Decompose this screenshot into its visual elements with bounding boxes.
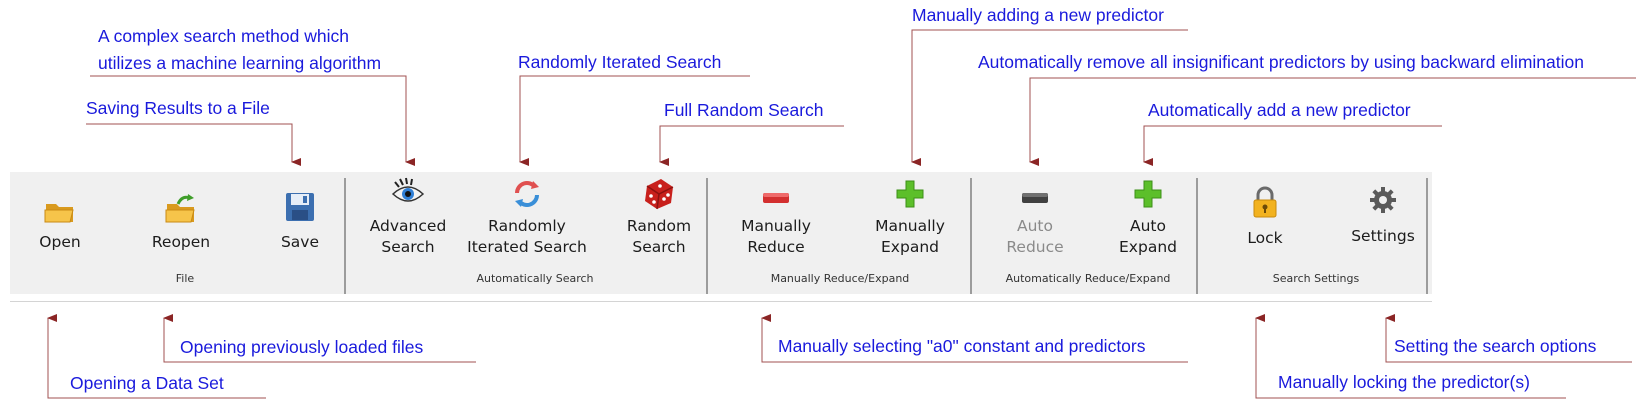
save-button[interactable]: Save [260, 186, 340, 270]
manually-reduce-button[interactable]: Manually Reduce [726, 172, 826, 270]
annotation-settings: Setting the search options [1394, 336, 1597, 356]
reopen-label: Reopen [151, 233, 211, 251]
annotation-expand: Manually adding a new predictor [912, 5, 1164, 25]
dice-icon [645, 179, 674, 210]
group-separator [1196, 178, 1198, 294]
leader-random [659, 125, 844, 166]
group-separator [344, 178, 346, 294]
annotation-iterated: Randomly Iterated Search [518, 52, 722, 72]
eye-icon [391, 177, 425, 202]
ribbon-bottom-strip [10, 294, 1432, 302]
annotation-advanced-line2: utilizes a machine learning algorithm [98, 53, 382, 73]
floppy-disk-icon [286, 193, 314, 221]
auto-reduce-label: Auto Reduce [1006, 217, 1064, 256]
open-button[interactable]: Open [20, 186, 100, 270]
manually-reduce-label: Manually Reduce [741, 217, 811, 256]
randomly-iterated-search-button[interactable]: Randomly Iterated Search [462, 172, 592, 270]
cycle-arrows-icon [515, 181, 539, 207]
auto-reduce-button[interactable]: Auto Reduce [990, 172, 1080, 270]
annotation-lock: Manually locking the predictor(s) [1278, 372, 1530, 392]
minus-icon [763, 193, 789, 203]
random-search-button[interactable]: Random Search [614, 172, 704, 270]
group-label-automatically-reduce-expand: Automatically Reduce/Expand [1005, 272, 1171, 285]
settings-button[interactable]: Settings [1338, 182, 1428, 270]
manually-expand-label: Manually Expand [875, 217, 945, 256]
advanced-search-button[interactable]: Advanced Search [358, 172, 458, 270]
lock-label: Lock [1247, 229, 1283, 247]
folder-reopen-icon [165, 194, 195, 223]
group-label-manually-reduce-expand: Manually Reduce/Expand [770, 272, 910, 285]
auto-expand-button[interactable]: Auto Expand [1108, 172, 1188, 270]
group-separator [1426, 178, 1428, 294]
annotation-auto-reduce: Automatically remove all insignificant p… [978, 52, 1584, 72]
annotation-reduce: Manually selecting "a0" constant and pre… [778, 336, 1146, 356]
padlock-icon [1253, 186, 1277, 218]
annotation-advanced-line1: A complex search method which [98, 26, 349, 46]
annotation-reopen: Opening previously loaded files [180, 337, 424, 357]
plus-icon [896, 180, 924, 208]
group-label-search-settings: Search Settings [1272, 272, 1360, 285]
save-label: Save [280, 233, 320, 251]
leader-auto-expand [1143, 125, 1442, 166]
random-search-label: Random Search [626, 217, 692, 256]
plus-icon [1134, 180, 1162, 208]
annotation-auto-expand: Automatically add a new predictor [1148, 100, 1411, 120]
gear-icon [1370, 187, 1396, 213]
group-label-automatically-search: Automatically Search [476, 272, 594, 285]
annotation-save: Saving Results to a File [86, 98, 270, 118]
settings-label: Settings [1351, 227, 1415, 245]
group-label-file: File [175, 272, 195, 285]
advanced-search-label: Advanced Search [369, 217, 447, 256]
annotation-random: Full Random Search [664, 100, 824, 120]
group-separator [706, 178, 708, 294]
lock-button[interactable]: Lock [1220, 182, 1310, 270]
annotation-open: Opening a Data Set [70, 373, 224, 393]
ribbon-toolbar: Open Reopen Save File Advanced Search [10, 172, 1432, 295]
folder-open-icon [44, 204, 74, 223]
group-separator [970, 178, 972, 294]
leader-save [86, 123, 301, 166]
minus-icon [1022, 193, 1048, 203]
auto-expand-label: Auto Expand [1119, 217, 1177, 256]
manually-expand-button[interactable]: Manually Expand [860, 172, 960, 270]
reopen-button[interactable]: Reopen [136, 186, 226, 270]
open-label: Open [39, 233, 81, 251]
randomly-iterated-search-label: Randomly Iterated Search [467, 217, 587, 256]
